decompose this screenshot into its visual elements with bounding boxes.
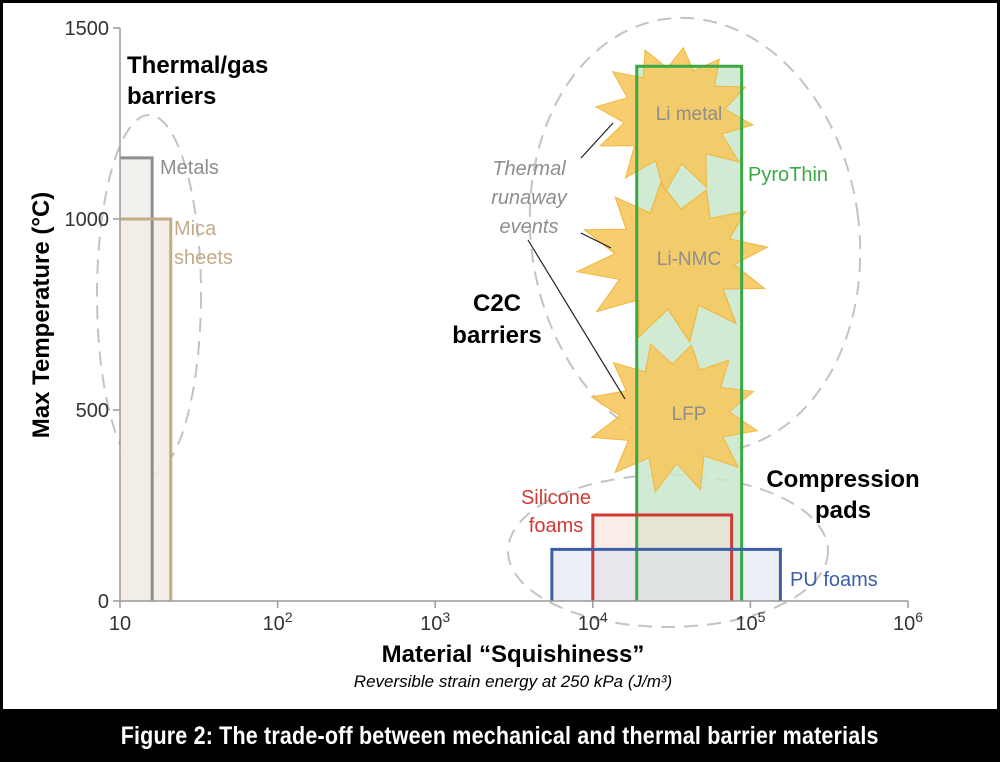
material-boundaries (120, 64, 782, 601)
compression-label-line1: Compression (766, 466, 919, 493)
metals-boundary (120, 156, 154, 601)
x-axis-title: Material “Squishiness” (382, 641, 645, 668)
annotation-pointers (527, 122, 626, 400)
x-tick-label: 102 (263, 609, 293, 635)
thermal-gas-label-line2: barriers (127, 83, 216, 110)
compression-group-outline (507, 474, 829, 628)
x-tick-label: 103 (420, 609, 450, 635)
x-tick-label: 10 (109, 613, 131, 635)
figure-frame: 0 500 1000 1500 10 102 103 104 105 106 Metals Mic… (3, 3, 997, 709)
li-metal-label: Li metal (656, 104, 723, 125)
li-nmc-event-marker (575, 181, 769, 344)
lfp-event-marker (590, 342, 759, 494)
c2c-label-line2: barriers (452, 322, 541, 349)
silicone-label-line2: foams (529, 515, 583, 537)
pu-foams-boundary (550, 547, 782, 601)
x-tick-label: 105 (735, 609, 765, 635)
x-axis-subtitle: Reversible strain energy at 250 kPa (J/m… (354, 672, 672, 691)
lfp-star (590, 342, 759, 494)
pointer-lfp (527, 239, 626, 400)
annotation-line1: Thermal (492, 158, 566, 180)
chart: 0 500 1000 1500 10 102 103 104 105 106 Metals Mic… (28, 16, 924, 691)
pu-foams-region (551, 549, 781, 601)
lfp-label: LFP (672, 404, 707, 425)
mica-sheets-boundary (120, 217, 173, 601)
mica-label-line1: Mica (174, 218, 217, 240)
y-tick-label: 1000 (65, 209, 110, 231)
y-tick-label: 1500 (65, 18, 110, 40)
thermal-gas-label-line1: Thermal/gas (127, 52, 268, 79)
runaway-event-markers (575, 46, 769, 494)
pu-foams-label: PU foams (790, 569, 878, 591)
annotation-line2: runaway (491, 187, 568, 209)
y-tick-label: 500 (76, 400, 109, 422)
pointer-li-metal (580, 122, 614, 159)
y-axis-title: Max Temperature (°C) (28, 192, 55, 439)
c2c-label-line1: C2C (473, 290, 521, 317)
caption-bar: Figure 2: The trade-off between mechanic… (0, 711, 1000, 762)
mica-sheets-region (120, 219, 171, 601)
li-nmc-star (575, 181, 769, 344)
axes (119, 28, 908, 602)
mica-label-line2: sheets (174, 247, 233, 269)
metals-label: Metals (160, 157, 219, 179)
silicone-label-line1: Silicone (521, 487, 591, 509)
figure-caption: Figure 2: The trade-off between mechanic… (121, 722, 879, 750)
axis-ticks: 0 500 1000 1500 10 102 103 104 105 106 (65, 18, 924, 635)
pyrothin-label: PyroThin (748, 164, 828, 186)
pointer-li-nmc (580, 232, 612, 249)
x-tick-label: 104 (578, 609, 608, 635)
silicone-foams-boundary (591, 513, 734, 601)
y-tick-label: 0 (98, 591, 109, 613)
annotation-line3: events (500, 216, 559, 238)
compression-label-line2: pads (815, 497, 871, 524)
x-tick-label: 106 (893, 609, 923, 635)
pyrothin-boundary (635, 64, 744, 601)
li-nmc-label: Li-NMC (657, 249, 721, 270)
